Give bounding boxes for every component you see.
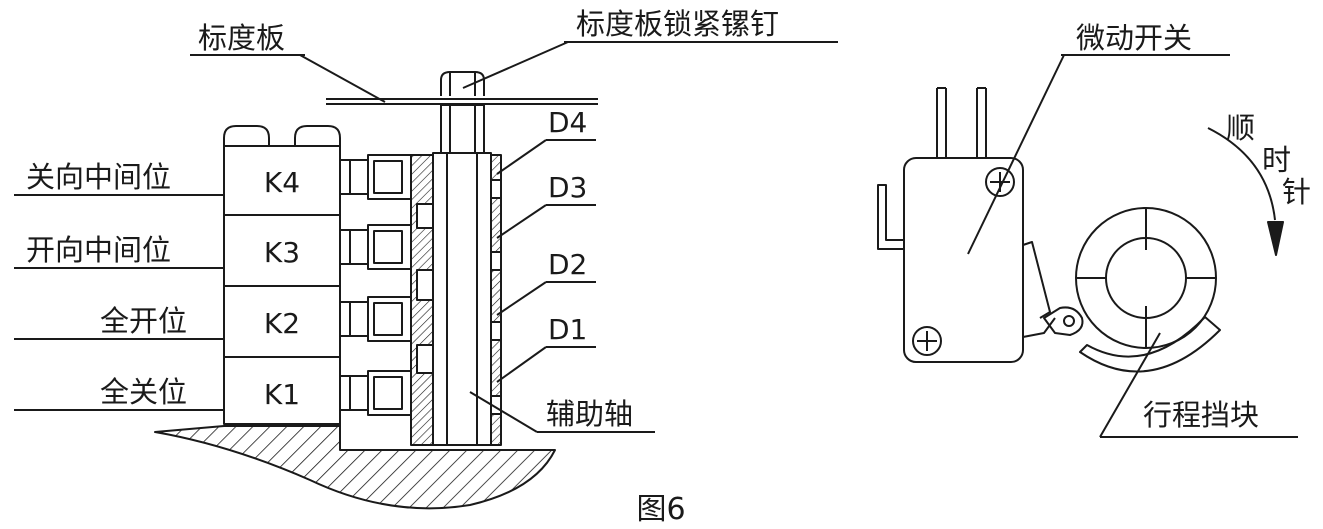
- switch-k1-label: K1: [264, 378, 300, 411]
- cam-d4-label: D4: [548, 106, 587, 139]
- travel-stop: [1075, 207, 1298, 438]
- switch-k3-label: K3: [264, 236, 300, 269]
- left-assembly: [14, 41, 838, 510]
- text-labels: 标度板 标度板锁紧镙钉 关向中间位 开向中间位 全开位 全关位 K4 K3 K2…: [26, 7, 1311, 527]
- micro-switch: [877, 54, 1230, 363]
- position-label-lines: [14, 194, 224, 411]
- base: [154, 425, 556, 510]
- label-micro-switch: 微动开关: [1076, 21, 1192, 55]
- right-assembly: [877, 54, 1298, 438]
- label-aux-shaft: 辅助轴: [546, 397, 633, 431]
- cam-d2-label: D2: [548, 248, 587, 281]
- figure-caption: 图6: [636, 492, 685, 527]
- label-position-open-mid: 开向中间位: [26, 233, 171, 267]
- cam-d3-label: D3: [548, 171, 587, 204]
- clockwise-arrow: [1207, 127, 1284, 256]
- aux-shaft: [428, 104, 498, 446]
- scale-plate-screw: [440, 41, 838, 96]
- label-travel-stop: 行程挡块: [1143, 398, 1259, 432]
- switch-levers: [339, 154, 412, 416]
- label-position-full-open: 全开位: [100, 304, 187, 338]
- direction-char-1: 顺: [1226, 111, 1255, 145]
- cam-stack: [410, 154, 502, 446]
- direction-char-2: 时: [1262, 143, 1291, 177]
- cam-label-lines: [469, 139, 655, 433]
- label-scale-plate: 标度板: [198, 21, 285, 55]
- direction-char-3: 针: [1282, 175, 1311, 209]
- label-position-close-mid: 关向中间位: [26, 160, 171, 194]
- switch-k2-label: K2: [264, 307, 300, 340]
- label-position-full-close: 全关位: [100, 375, 187, 409]
- switch-k4-label: K4: [264, 166, 300, 199]
- label-scale-plate-screw: 标度板锁紧镙钉: [576, 7, 779, 41]
- scale-plate: [190, 54, 598, 105]
- cam-d1-label: D1: [548, 313, 587, 346]
